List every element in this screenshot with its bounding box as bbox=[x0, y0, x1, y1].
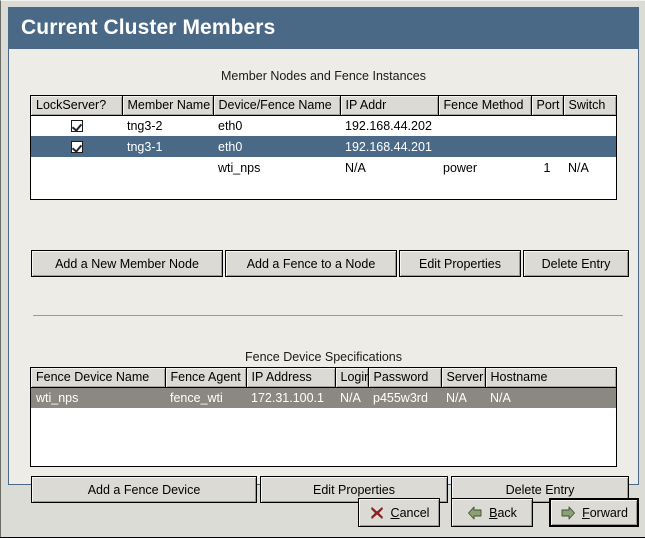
cell-port bbox=[531, 115, 563, 136]
checkbox-lockserver[interactable] bbox=[70, 140, 83, 153]
column-header-password[interactable]: Password bbox=[368, 368, 442, 388]
cell-device-name: eth0 bbox=[218, 118, 243, 133]
cell-ip-address: 172.31.100.1 bbox=[246, 387, 335, 408]
column-header-port[interactable]: Port bbox=[531, 96, 564, 116]
add-new-member-node-button[interactable]: Add a New Member Node bbox=[31, 250, 223, 277]
cell-fence-method bbox=[438, 136, 531, 157]
forward-button-label: Forward bbox=[582, 506, 628, 520]
column-header-ip-addr[interactable]: IP Addr bbox=[340, 96, 439, 116]
panel-body: Member Nodes and Fence Instances LockSer… bbox=[9, 49, 638, 503]
column-header-fence-agent[interactable]: Fence Agent bbox=[165, 368, 247, 388]
dialog-titlebar: Current Cluster Members bbox=[9, 8, 638, 49]
cell-fence-agent: fence_wti bbox=[165, 387, 246, 408]
cell-server: N/A bbox=[441, 387, 485, 408]
cell-port: 1 bbox=[543, 160, 551, 175]
cell-device-name: eth0 bbox=[213, 136, 340, 157]
column-header-login[interactable]: Login bbox=[335, 368, 369, 388]
cancel-rest: ancel bbox=[399, 505, 430, 520]
column-header-device-fence-name[interactable]: Device/Fence Name bbox=[213, 96, 341, 116]
cell-device-name: wti_nps bbox=[218, 160, 261, 175]
cancel-button[interactable]: Cancel bbox=[358, 498, 440, 527]
delete-entry-member-label: Delete Entry bbox=[541, 256, 611, 271]
column-header-server[interactable]: Server bbox=[441, 368, 486, 388]
edit-properties-member-button[interactable]: Edit Properties bbox=[399, 250, 521, 277]
cell-fence-method bbox=[438, 115, 531, 136]
add-fence-to-node-button[interactable]: Add a Fence to a Node bbox=[225, 250, 397, 277]
column-header-member-name[interactable]: Member Name bbox=[122, 96, 214, 116]
dialog-action-bar: Cancel Back Forward bbox=[1, 485, 645, 538]
cell-switch bbox=[563, 115, 616, 136]
fence-devices-table: Fence Device Name Fence Agent IP Address… bbox=[31, 368, 616, 408]
member-nodes-table: LockServer? Member Name Device/Fence Nam… bbox=[31, 96, 616, 178]
cancel-button-label: Cancel bbox=[391, 506, 430, 520]
fence-section-caption: Fence Device Specifications bbox=[244, 350, 403, 364]
column-header-switch[interactable]: Switch bbox=[563, 96, 616, 116]
cell-hostname: N/A bbox=[485, 387, 616, 408]
fence-devices-table-container[interactable]: Fence Device Name Fence Agent IP Address… bbox=[30, 367, 617, 467]
druid-content-panel: Current Cluster Members Member Nodes and… bbox=[8, 7, 639, 503]
forward-button[interactable]: Forward bbox=[549, 498, 639, 527]
cell-member-name: tng3-2 bbox=[127, 118, 163, 133]
table-row[interactable]: wti_nps fence_wti 172.31.100.1 N/A p455w… bbox=[31, 387, 616, 408]
page-title: Current Cluster Members bbox=[21, 16, 276, 39]
cell-lockserver[interactable] bbox=[31, 136, 122, 157]
forward-rest: orward bbox=[589, 505, 628, 520]
table-row[interactable]: tng3-2 eth0 192.168.44.202 bbox=[31, 115, 616, 136]
forward-mnemonic: F bbox=[582, 505, 590, 520]
column-header-fence-method[interactable]: Fence Method bbox=[438, 96, 532, 116]
column-header-lockserver[interactable]: LockServer? bbox=[31, 96, 123, 116]
arrow-right-icon bbox=[561, 506, 576, 519]
cell-switch bbox=[563, 136, 616, 157]
column-header-fence-device-name[interactable]: Fence Device Name bbox=[31, 368, 166, 388]
checkbox-lockserver[interactable] bbox=[70, 119, 83, 132]
member-section-caption: Member Nodes and Fence Instances bbox=[221, 69, 426, 83]
member-nodes-table-container[interactable]: LockServer? Member Name Device/Fence Nam… bbox=[30, 95, 617, 200]
cell-lockserver[interactable] bbox=[31, 115, 122, 136]
column-header-ip-address[interactable]: IP Address bbox=[246, 368, 336, 388]
edit-properties-member-label: Edit Properties bbox=[419, 256, 501, 271]
fence-table-header-row: Fence Device Name Fence Agent IP Address… bbox=[31, 368, 616, 388]
cancel-x-icon bbox=[370, 506, 383, 519]
table-row[interactable]: tng3-1 eth0 192.168.44.201 bbox=[31, 136, 616, 157]
back-button-label: Back bbox=[489, 506, 517, 520]
section-separator bbox=[33, 315, 623, 316]
add-new-member-node-label: Add a New Member Node bbox=[55, 256, 199, 271]
cell-ip-addr: 192.168.44.202 bbox=[345, 118, 432, 133]
cell-ip-addr: 192.168.44.201 bbox=[340, 136, 438, 157]
table-row[interactable]: wti_nps N/A power 1 N/A bbox=[31, 157, 616, 178]
cell-fence-device-name: wti_nps bbox=[31, 387, 165, 408]
member-table-header-row: LockServer? Member Name Device/Fence Nam… bbox=[31, 96, 616, 116]
cell-lockserver bbox=[31, 157, 122, 178]
cell-fence-method: power bbox=[443, 160, 478, 175]
cell-member-name: tng3-1 bbox=[122, 136, 213, 157]
cell-switch: N/A bbox=[568, 160, 589, 175]
arrow-left-icon bbox=[468, 506, 482, 519]
cell-password: p455w3rd bbox=[368, 387, 441, 408]
back-mnemonic: B bbox=[489, 505, 498, 520]
cell-login: N/A bbox=[335, 387, 368, 408]
cell-port bbox=[531, 136, 563, 157]
cancel-mnemonic: C bbox=[390, 505, 400, 520]
column-header-hostname[interactable]: Hostname bbox=[485, 368, 616, 388]
back-button[interactable]: Back bbox=[451, 498, 533, 527]
back-rest: ack bbox=[497, 505, 517, 520]
delete-entry-member-button[interactable]: Delete Entry bbox=[523, 250, 629, 277]
cell-member-name bbox=[122, 157, 213, 178]
add-fence-to-node-label: Add a Fence to a Node bbox=[246, 256, 376, 271]
cell-ip-addr: N/A bbox=[345, 160, 366, 175]
